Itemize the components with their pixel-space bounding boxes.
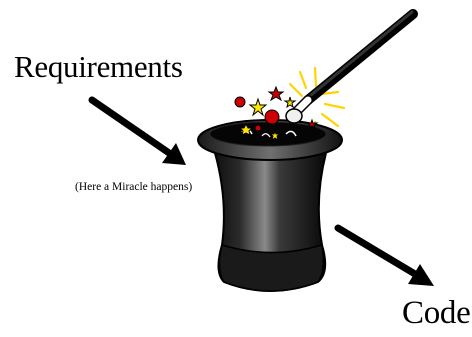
process-caption: (Here a Miracle happens) bbox=[75, 181, 192, 193]
output-label: Code bbox=[402, 295, 470, 332]
input-arrow bbox=[92, 100, 186, 165]
magic-wand-icon bbox=[286, 12, 413, 123]
output-arrow bbox=[338, 228, 434, 286]
input-label: Requirements bbox=[14, 49, 183, 85]
magic-hat-icon bbox=[198, 120, 342, 291]
